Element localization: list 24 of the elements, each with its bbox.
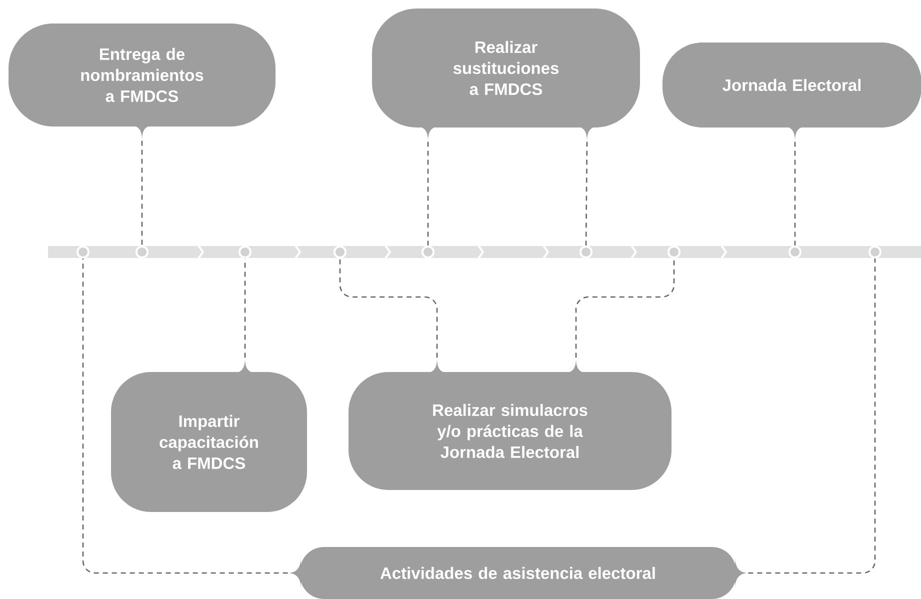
timeline-dot <box>334 246 346 258</box>
leader-line <box>748 258 876 574</box>
timeline-dot <box>788 246 802 258</box>
leader-line <box>82 258 288 574</box>
callout-bubble: Realizar simulacros y/o prácticas de la Jornada Electoral <box>348 358 672 490</box>
callout-bubble: Actividades de asistencia electoral <box>288 546 748 599</box>
leader-line <box>585 142 588 246</box>
leader-line <box>141 140 143 246</box>
leader-line <box>575 258 675 358</box>
leader-line <box>339 258 438 358</box>
timeline-dot <box>422 246 434 258</box>
timeline-dot <box>136 246 148 258</box>
timeline-dot <box>668 246 680 258</box>
leader-line <box>427 142 429 246</box>
timeline-dot <box>868 246 882 258</box>
callout-bubble: Jornada Electoral <box>662 42 921 142</box>
timeline-dot <box>580 246 592 258</box>
leader-line <box>244 258 246 358</box>
timeline-dot <box>76 246 90 258</box>
callout-bubble: Entrega de nombramientos a FMDCS <box>8 24 276 140</box>
callout-bubble: Realizar sustituciones a FMDCS <box>372 8 640 142</box>
leader-line <box>794 142 796 246</box>
timeline-dot <box>238 246 252 258</box>
callout-bubble: Impartir capacitación a FMDCS <box>111 358 307 512</box>
